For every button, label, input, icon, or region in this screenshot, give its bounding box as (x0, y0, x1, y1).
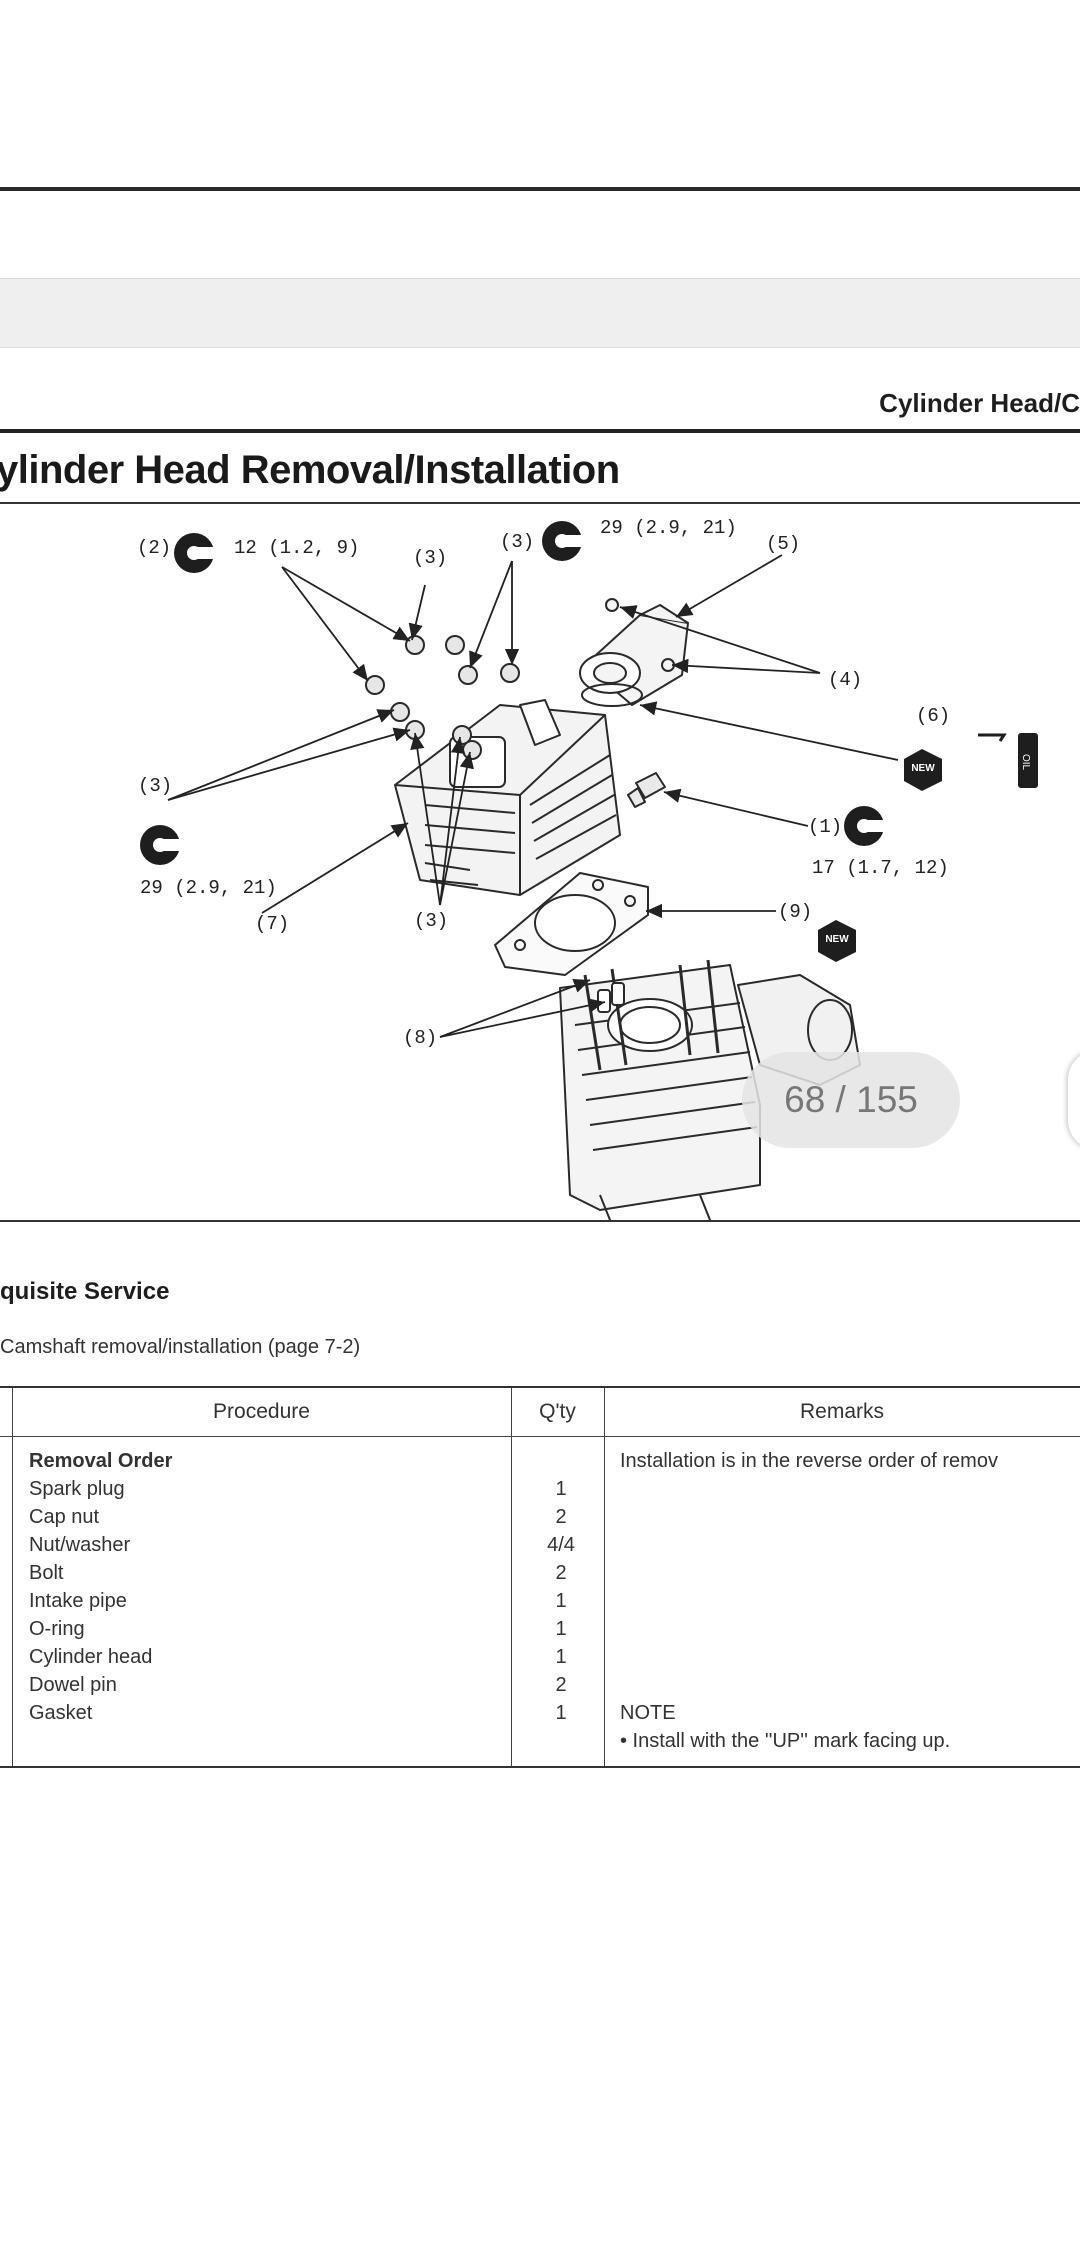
table-row-procedure: Nut/washer (29, 1534, 131, 1556)
callout-2: (2) (137, 537, 172, 559)
previous-page-rule (0, 187, 1080, 191)
note-text: • Install with the ''UP'' mark facing up… (620, 1730, 951, 1752)
table-row-procedure: Bolt (29, 1562, 64, 1584)
torque-spec: 29 (2.9, 21) (140, 877, 277, 899)
o-ring-part (581, 683, 643, 707)
table-row-procedure: Dowel pin (29, 1674, 117, 1696)
exploded-diagram: NEW NEW OIL (2) 12 (1.2, 9) (3) (3) 29 (… (0, 505, 1080, 1246)
callout-3: (3) (138, 775, 173, 797)
table-row-procedure: Intake pipe (29, 1590, 127, 1612)
table-row-procedure: Removal Order (29, 1450, 173, 1472)
table-row-qty: 1 (555, 1646, 567, 1668)
table-divider (511, 1388, 512, 1766)
table-row-procedure: Gasket (29, 1702, 93, 1724)
torque-spec: 17 (1.7, 12) (812, 857, 949, 879)
prerequisite-text: Camshaft removal/installation (page 7-2) (0, 1336, 361, 1358)
procedure-table: Procedure Q'ty Remarks Removal Order Spa… (0, 1386, 1080, 1768)
table-row-procedure: O-ring (29, 1618, 85, 1640)
svg-text:OIL: OIL (1020, 754, 1031, 771)
table-row-qty: 2 (555, 1506, 567, 1528)
table-row-qty: 1 (555, 1590, 567, 1612)
page-gap (0, 278, 1080, 348)
callout-3: (3) (414, 910, 449, 932)
callout-8: (8) (403, 1027, 438, 1049)
column-header-qty: Q'ty (539, 1400, 576, 1423)
side-scroll-handle[interactable] (1068, 1050, 1080, 1150)
svg-text:NEW: NEW (911, 763, 935, 774)
callout-3: (3) (500, 531, 535, 553)
torque-wrench-icon (140, 825, 182, 865)
new-part-icon: NEW (904, 749, 942, 791)
torque-spec: 12 (1.2, 9) (234, 537, 360, 559)
torque-spec: 29 (2.9, 21) (600, 517, 737, 539)
torque-wrench-icon (174, 533, 216, 573)
torque-wrench-icon (542, 521, 584, 561)
section-heading: quisite Service (0, 1278, 170, 1305)
torque-wrench-icon (844, 806, 886, 846)
table-row-qty: 2 (555, 1562, 567, 1584)
note-label: NOTE (620, 1702, 676, 1724)
table-row-qty: 2 (555, 1674, 567, 1696)
column-header-remarks: Remarks (799, 1400, 884, 1423)
new-part-icon: NEW (818, 920, 856, 962)
callout-3: (3) (413, 547, 448, 569)
intake-pipe-part (579, 598, 689, 706)
page-title: ylinder Head Removal/Installation (0, 448, 620, 492)
table-divider (12, 1388, 13, 1766)
table-row-procedure: Spark plug (29, 1478, 125, 1500)
table-divider (604, 1388, 605, 1766)
cylinder-head-part (394, 699, 621, 896)
header-rule (0, 429, 1080, 433)
running-header: Cylinder Head/C (879, 388, 1080, 418)
table-row-procedure: Cap nut (29, 1506, 100, 1528)
callout-9: (9) (778, 901, 813, 923)
title-rule (0, 502, 1080, 504)
cylinder-head-illustration: NEW NEW OIL (140, 521, 1038, 1246)
table-row-procedure: Cylinder head (29, 1646, 153, 1668)
table-row-qty: 1 (555, 1478, 567, 1500)
callout-7: (7) (255, 913, 290, 935)
table-row-remark: Installation is in the reverse order of … (620, 1450, 998, 1472)
table-row-qty: 1 (555, 1618, 567, 1640)
svg-text:NEW: NEW (825, 934, 849, 945)
lower-cylinder-block (559, 964, 861, 1246)
callout-5: (5) (766, 533, 801, 555)
column-header-procedure: Procedure (213, 1400, 310, 1423)
table-row-qty: 4/4 (547, 1534, 575, 1556)
section-rule (0, 1220, 1080, 1222)
callout-4: (4) (828, 669, 863, 691)
table-header-rule (0, 1436, 1080, 1437)
oil-can-icon: OIL (978, 733, 1038, 788)
callout-1: (1) (808, 816, 843, 838)
callout-6: (6) (916, 705, 951, 727)
spark-plug-part (627, 772, 666, 808)
table-row-qty: 1 (555, 1702, 567, 1724)
page-indicator: 68 / 155 (742, 1052, 960, 1148)
